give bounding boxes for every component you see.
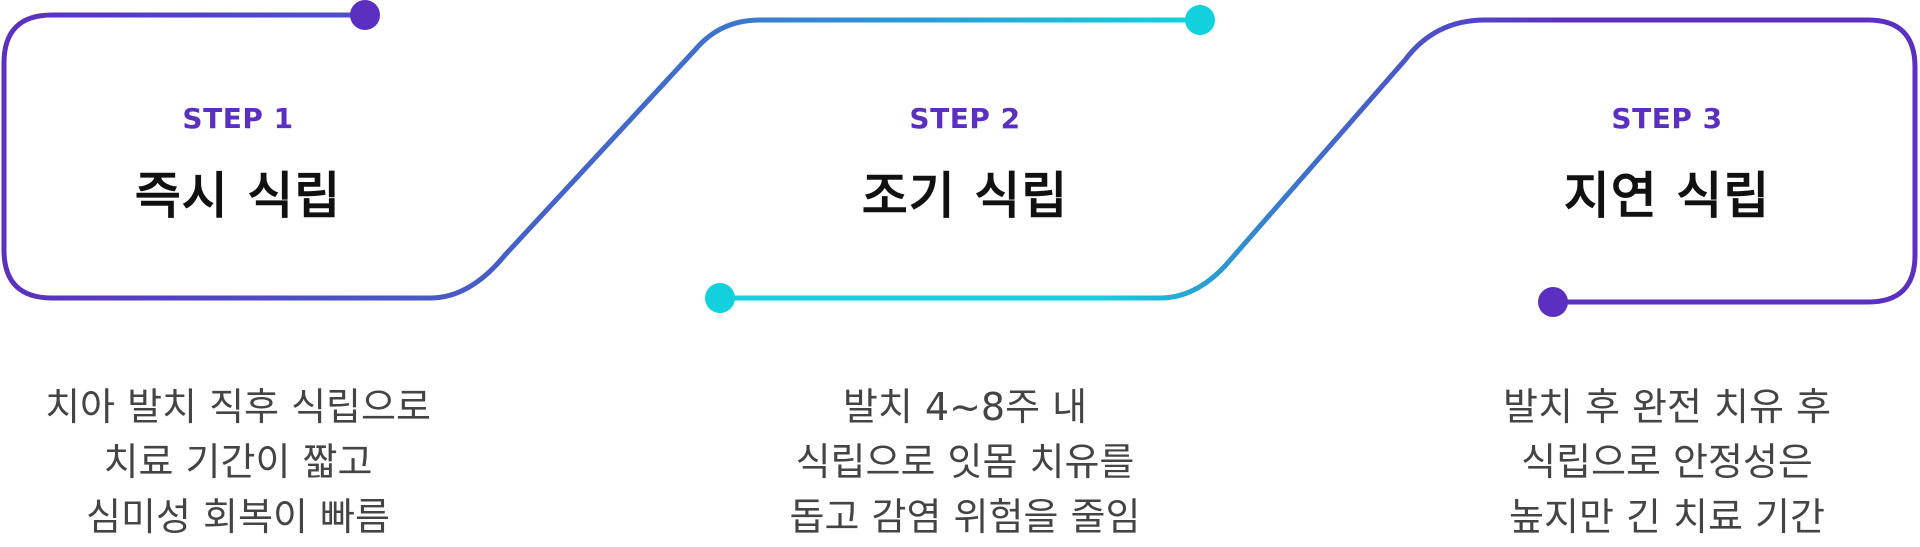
step-description: 발치 후 완전 치유 후 식립으로 안정성은 높지만 긴 치료 기간 [1407,380,1920,545]
description-line: 높지만 긴 치료 기간 [1509,495,1825,539]
step-description: 치아 발치 직후 식립으로 치료 기간이 짧고 심미성 회복이 빠름 [0,380,498,545]
step-title: 즉시 식립 [134,167,342,225]
node-dot-step2-bottom [705,283,735,313]
step-label: STEP 2 [909,102,1021,135]
description-line: 발치 후 완전 치유 후 [1503,385,1831,429]
node-dot-step2-top [1185,5,1215,35]
description-line: 돕고 감염 위험을 줄임 [789,495,1141,539]
description-line: 발치 4~8주 내 [842,385,1088,429]
step-label: STEP 1 [182,102,294,135]
step-label: STEP 3 [1611,102,1723,135]
connector-line-upper [1,12,1203,301]
step-description: 발치 4~8주 내 식립으로 잇몸 치유를 돕고 감염 위험을 줄임 [705,380,1225,545]
node-dot-step3 [1538,287,1568,317]
description-line: 치료 기간이 짧고 [103,440,373,484]
description-line: 식립으로 잇몸 치유를 [795,440,1135,484]
step-title: 지연 식립 [1563,167,1771,225]
description-line: 식립으로 안정성은 [1521,440,1813,484]
step-title: 조기 식립 [861,167,1069,225]
connector-line-lower [717,17,1918,305]
description-line: 치아 발치 직후 식립으로 [45,385,431,429]
description-line: 심미성 회복이 빠름 [86,495,390,539]
node-dot-step1 [350,0,380,30]
